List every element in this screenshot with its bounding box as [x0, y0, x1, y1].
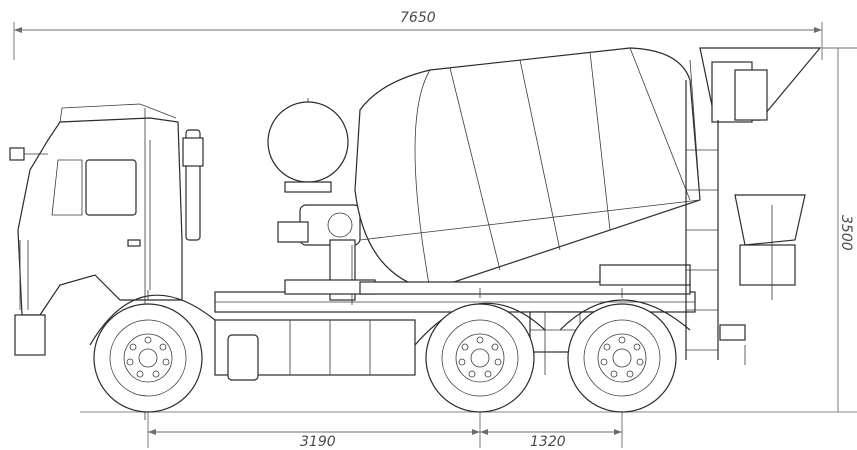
loading-hopper: [689, 47, 822, 201]
hydraulic-drive: [277, 204, 376, 305]
exhaust-pipe: [182, 129, 204, 241]
wheelbase-rear-label: 1320: [530, 434, 566, 450]
mixer-drum: [354, 47, 701, 291]
front-wheel: [93, 303, 203, 413]
rear-wheel: [567, 303, 677, 413]
overall-length-dimension: 7650: [13, 10, 823, 60]
middle-wheel: [425, 303, 535, 413]
drum-subframe: [359, 264, 691, 295]
water-tank: [267, 98, 349, 193]
overall-length-label: 7650: [400, 10, 436, 26]
axle-centerlines: [147, 288, 623, 300]
overall-height-label: 3500: [838, 215, 854, 251]
overall-height-dimension: 3500: [822, 47, 857, 413]
wheelbase-front-label: 3190: [300, 434, 336, 450]
cab: [9, 103, 183, 420]
rear-ladder: [685, 80, 719, 360]
discharge-chute: [719, 194, 806, 365]
